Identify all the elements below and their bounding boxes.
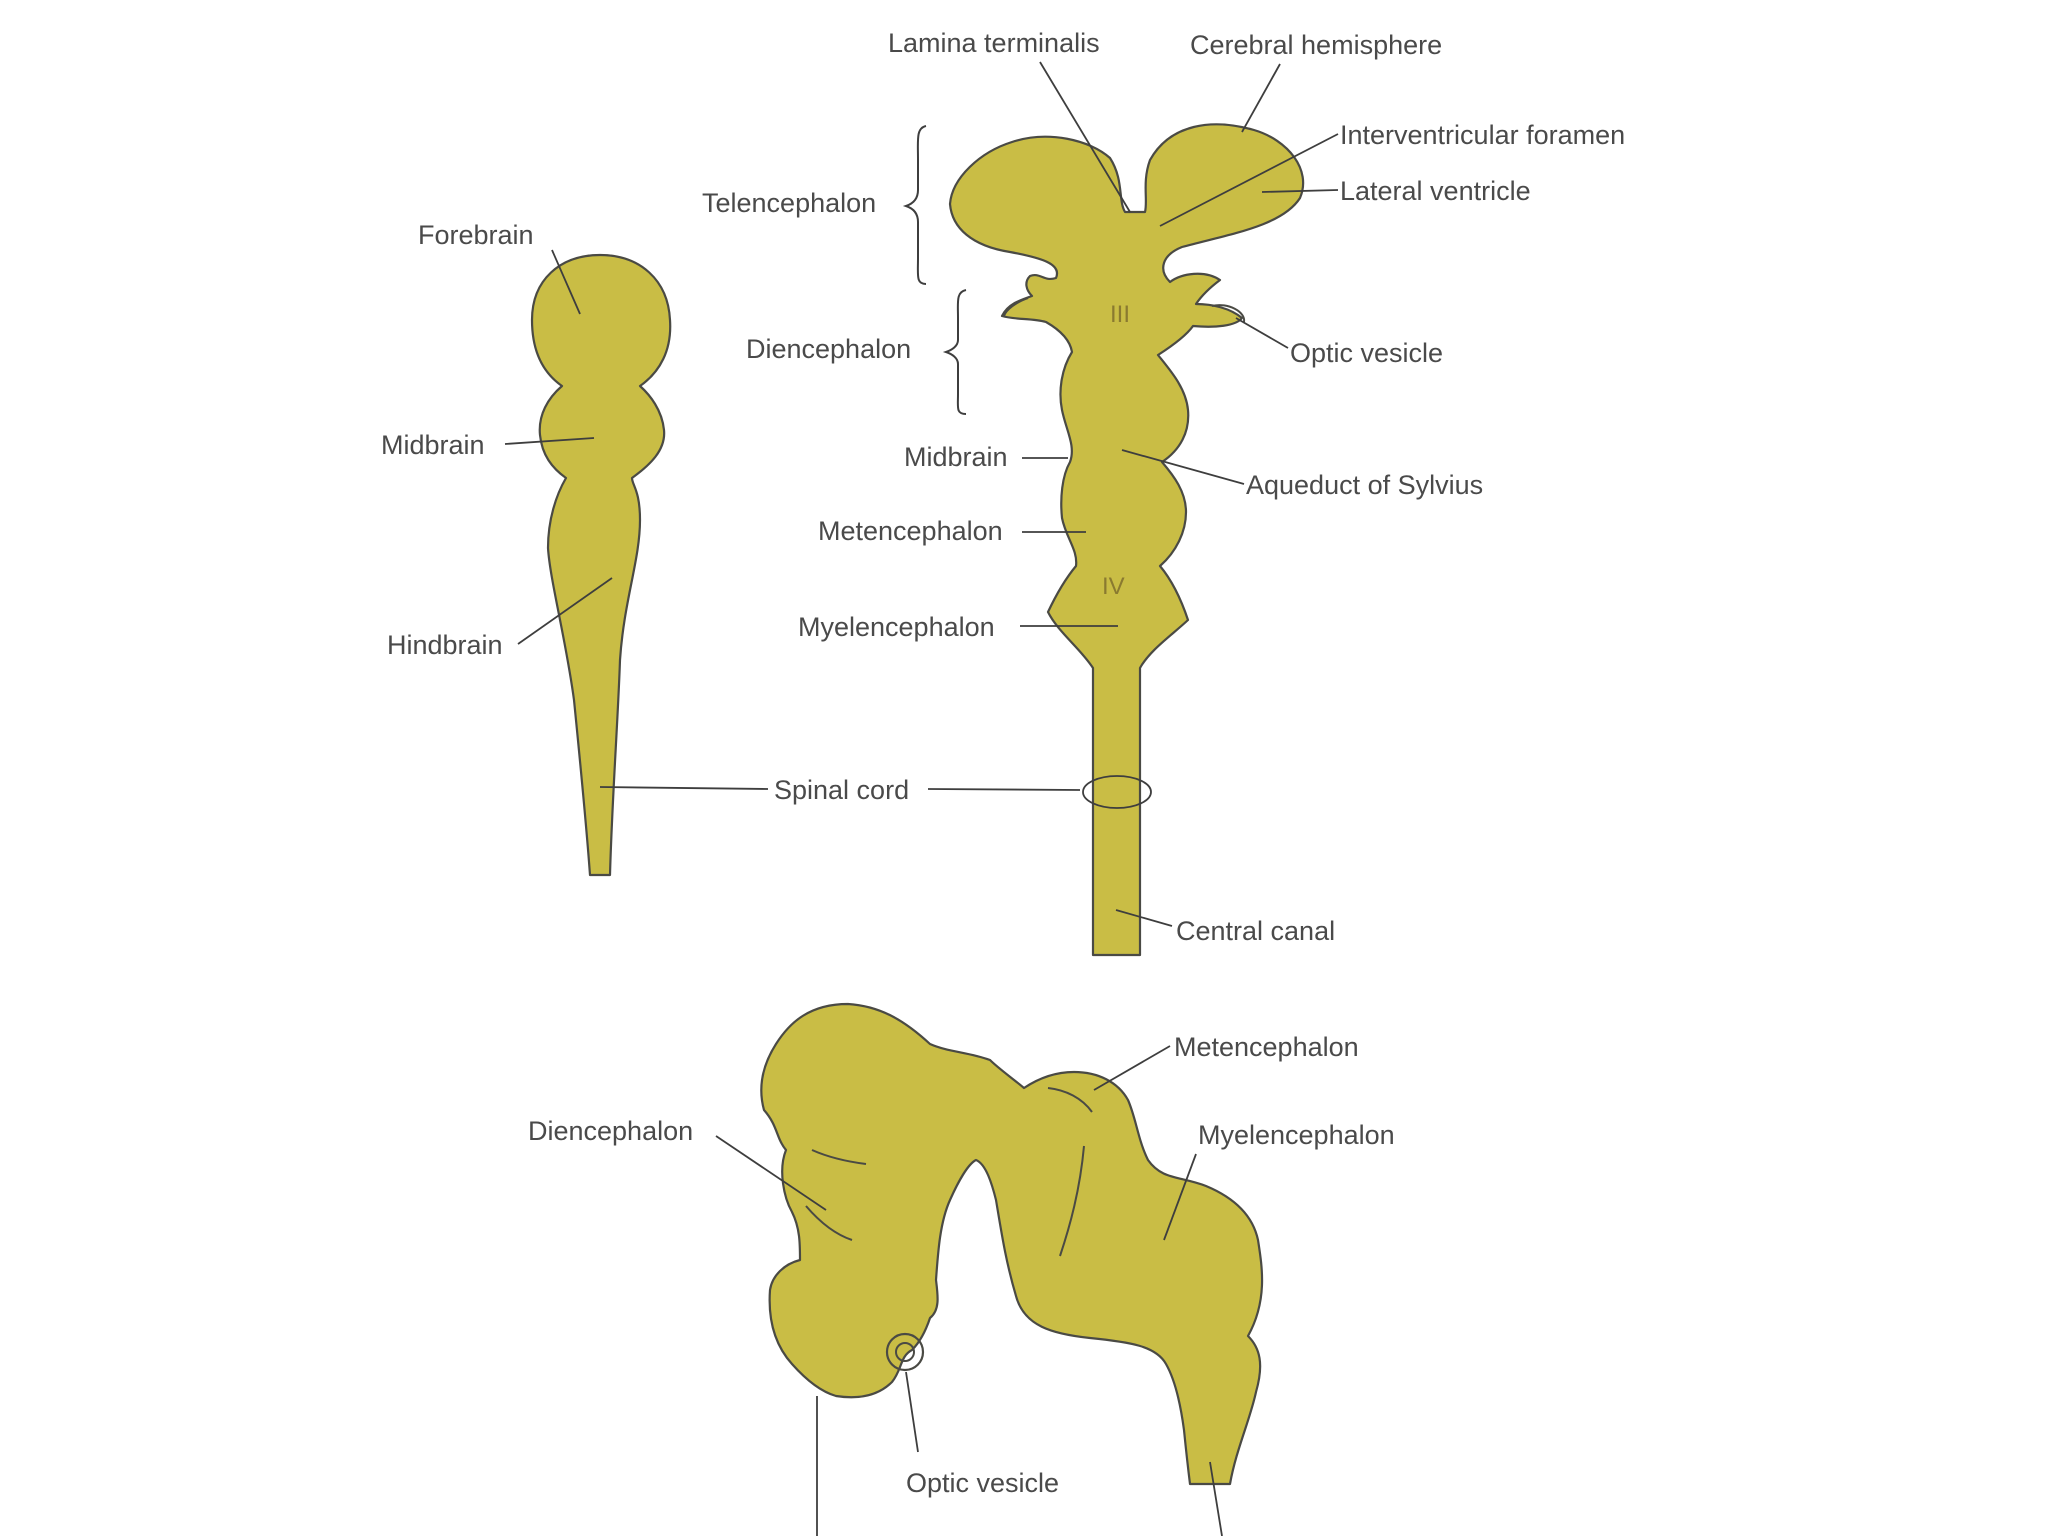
interventricular-foramen-leader bbox=[1159, 133, 1339, 227]
telencephalon-brace bbox=[902, 125, 927, 285]
diencephalon-label: Diencephalon bbox=[746, 334, 911, 364]
hindbrain-label: Hindbrain bbox=[387, 630, 503, 660]
lateral-ventricle-label: Lateral ventricle bbox=[1340, 176, 1531, 206]
optic-vesicle-right-detail bbox=[1211, 304, 1246, 323]
aqueduct-leader bbox=[1121, 449, 1245, 485]
metencephalon-label-bottom: Metencephalon bbox=[1174, 1032, 1359, 1062]
spinal-cord-leader-left bbox=[599, 786, 769, 790]
fourth-ventricle-numeral: IV bbox=[1102, 573, 1125, 600]
spinal-cord-section bbox=[1082, 775, 1152, 809]
bottom-right-leader bbox=[1209, 1461, 1223, 1536]
diencephalon-label-bottom: Diencephalon bbox=[528, 1116, 693, 1146]
central-canal-leader bbox=[1115, 909, 1173, 927]
optic-vesicle-left-detail bbox=[1003, 297, 1029, 317]
optic-vesicle-label-bottom: Optic vesicle bbox=[906, 1468, 1059, 1498]
metencephalon-fold-line bbox=[1047, 1087, 1093, 1113]
diencephalon-fold-line bbox=[805, 1205, 853, 1241]
diencephalon-leader-bottom bbox=[715, 1135, 827, 1211]
midbrain-leader-left bbox=[504, 437, 595, 445]
pontine-flexure-line bbox=[1059, 1145, 1085, 1257]
third-ventricle-numeral: III bbox=[1110, 301, 1130, 328]
optic-vesicle-leader-bottom bbox=[905, 1371, 919, 1453]
cerebral-hemisphere-label: Cerebral hemisphere bbox=[1190, 30, 1442, 60]
cervical-flexure-line bbox=[811, 1149, 867, 1165]
myelencephalon-leader-bottom bbox=[1163, 1153, 1197, 1241]
central-canal-label: Central canal bbox=[1176, 916, 1335, 946]
optic-vesicle-outer-ring bbox=[885, 1332, 925, 1372]
five-vesicle-outline bbox=[948, 123, 1305, 957]
hindbrain-leader bbox=[517, 577, 613, 645]
metencephalon-leader-bottom bbox=[1093, 1045, 1171, 1091]
lateral-ventricle-leader bbox=[1261, 189, 1339, 193]
forebrain-label: Forebrain bbox=[418, 220, 534, 250]
aqueduct-label: Aqueduct of Sylvius bbox=[1246, 470, 1483, 500]
myelencephalon-label-bottom: Myelencephalon bbox=[1198, 1120, 1395, 1150]
forebrain-leader bbox=[551, 249, 581, 315]
diencephalon-brace bbox=[942, 289, 967, 415]
optic-vesicle-inner-ring bbox=[895, 1342, 915, 1362]
midbrain-label-center: Midbrain bbox=[904, 442, 1008, 472]
cerebral-hemisphere-leader bbox=[1241, 63, 1281, 133]
spinal-cord-label: Spinal cord bbox=[774, 775, 909, 805]
three-vesicle-outline bbox=[530, 253, 672, 877]
myelencephalon-label-center: Myelencephalon bbox=[798, 612, 995, 642]
three-vesicle-brain bbox=[530, 253, 672, 877]
optic-vesicle-label-center: Optic vesicle bbox=[1290, 338, 1443, 368]
optic-vesicle-leader bbox=[1235, 317, 1289, 349]
lateral-view-outline bbox=[760, 1002, 1264, 1486]
metencephalon-label-center: Metencephalon bbox=[818, 516, 1003, 546]
spinal-cord-leader-right bbox=[927, 788, 1081, 791]
midbrain-label-left: Midbrain bbox=[381, 430, 485, 460]
lamina-terminalis-label: Lamina terminalis bbox=[888, 28, 1100, 58]
five-vesicle-brain: III IV bbox=[948, 123, 1305, 957]
lamina-terminalis-leader bbox=[1039, 61, 1131, 213]
interventricular-foramen-label: Interventricular foramen bbox=[1340, 120, 1625, 150]
lateral-view-brain bbox=[760, 1002, 1264, 1486]
telencephalon-label: Telencephalon bbox=[702, 188, 876, 218]
